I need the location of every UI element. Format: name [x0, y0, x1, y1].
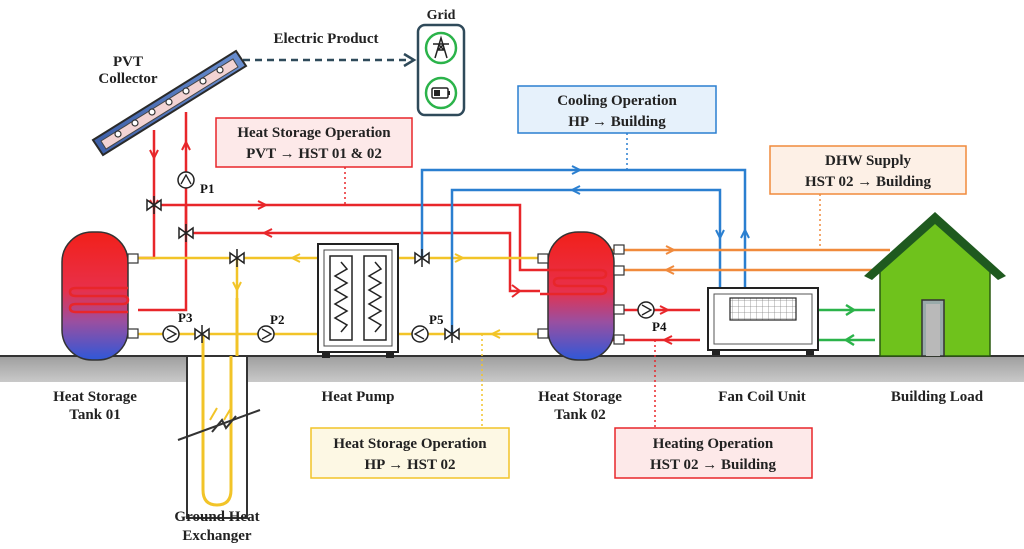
op-dhw-flow: HST 02 → Building [805, 174, 932, 190]
op-cooling-flow: HP → Building [568, 114, 666, 130]
dhw-arrows [663, 245, 677, 275]
dhw-pipes [607, 248, 890, 272]
building-load [864, 212, 1006, 357]
pump-p2-icon [257, 325, 275, 343]
leader-lines [344, 133, 821, 428]
op-heating-flow: HST 02 → Building [650, 457, 777, 473]
ghe-label-line2: Exchanger [182, 528, 252, 544]
pump-p3-icon [162, 325, 180, 343]
op-heat-storage-pvt-flow: PVT → HST 01 & 02 [246, 146, 382, 162]
grid [416, 23, 466, 117]
op-heat-storage-hp-title: Heat Storage Operation [333, 436, 487, 452]
pump-arrows [166, 173, 653, 340]
pvt-label-line1: PVT [113, 54, 143, 70]
pump-p5-icon [411, 325, 429, 343]
pvt-label-line2: Collector [98, 71, 157, 87]
fan-coil-unit [707, 287, 819, 355]
cold-arrows [232, 253, 501, 339]
heat-storage-tank-02 [537, 231, 625, 361]
pumps [162, 171, 655, 343]
op-heat-storage-pvt-title: Heat Storage Operation [237, 125, 391, 141]
pump-p1-label: P1 [200, 181, 214, 196]
pump-p5-label: P5 [429, 312, 444, 327]
heat-pump [317, 243, 399, 358]
valve-stems [153, 196, 453, 343]
hst02-label-line2: Tank 02 [554, 407, 606, 423]
grid-label: Grid [427, 8, 456, 23]
op-heating-title: Heating Operation [653, 436, 774, 452]
op-heat-storage-hp-flow: HP → HST 02 [365, 457, 456, 473]
electric-product-label: Electric Product [273, 31, 378, 47]
ground [0, 356, 1024, 382]
pump-p4-icon [637, 301, 655, 319]
op-heating: Heating Operation HST 02 → Building [614, 427, 813, 479]
op-dhw: DHW Supply HST 02 → Building [769, 145, 967, 195]
cooling-arrows [569, 165, 750, 241]
pump-p2-label: P2 [270, 312, 284, 327]
op-cooling-title: Cooling Operation [557, 93, 677, 109]
battery-icon [431, 87, 450, 99]
op-cooling: Cooling Operation HP → Building [517, 85, 717, 134]
hst01-label-line2: Tank 01 [69, 407, 121, 423]
heat-pump-label: Heat Pump [322, 389, 395, 405]
fcu-label: Fan Coil Unit [718, 389, 806, 405]
op-heat-storage-hp: Heat Storage Operation HP → HST 02 [310, 427, 510, 479]
three-way-valves [146, 198, 460, 341]
pvt-collector [91, 49, 248, 157]
hst02-label-line1: Heat Storage [538, 389, 622, 405]
building-label: Building Load [891, 389, 984, 405]
heat-storage-tank-01 [61, 231, 139, 361]
pump-p3-label: P3 [178, 310, 193, 325]
pump-p1-icon [177, 171, 195, 189]
power-tower-icon [433, 35, 449, 59]
hst01-label-line1: Heat Storage [53, 389, 137, 405]
ghe-label-line1: Ground Heat [174, 509, 259, 525]
pump-p4-label: P4 [652, 319, 667, 334]
op-heat-storage-pvt: Heat Storage Operation PVT → HST 01 & 02 [215, 117, 413, 168]
air-flow [818, 303, 875, 347]
ground-heat-exchanger [177, 298, 261, 519]
op-dhw-title: DHW Supply [825, 153, 912, 169]
electric-arrow [403, 52, 417, 68]
